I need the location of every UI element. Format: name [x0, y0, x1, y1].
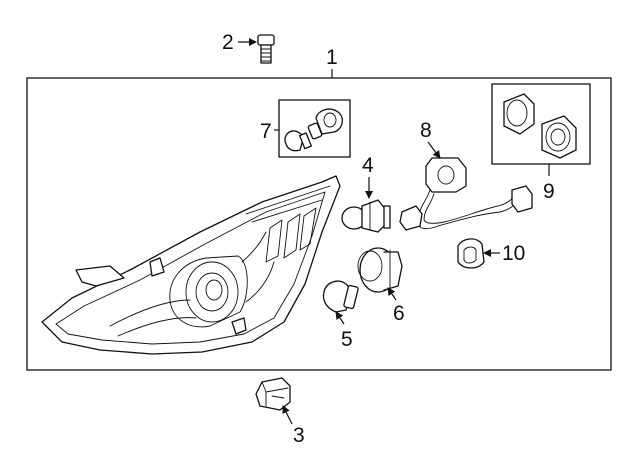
callout-7-label: 7 — [260, 120, 272, 143]
callout-8-label: 8 — [420, 119, 432, 142]
callout-6-leader — [387, 287, 397, 301]
bulb-part-7[interactable] — [284, 108, 344, 152]
clip-part[interactable] — [255, 377, 291, 411]
callout-7[interactable]: 7 — [260, 120, 279, 143]
callout-4[interactable]: 4 — [362, 154, 374, 199]
callout-9[interactable]: 9 — [543, 164, 555, 203]
clip-part-10[interactable] — [457, 238, 485, 269]
callout-2-label: 2 — [222, 31, 234, 54]
callout-3[interactable]: 3 — [282, 405, 305, 447]
callout-8-leader — [427, 141, 441, 159]
cap-box-9 — [491, 83, 591, 165]
callout-6[interactable]: 6 — [387, 287, 405, 325]
callout-5-label: 5 — [341, 328, 353, 351]
callout-10-label: 10 — [502, 242, 525, 265]
bulb-part-4[interactable] — [341, 199, 391, 233]
bolt-part[interactable] — [257, 34, 275, 64]
callout-8[interactable]: 8 — [420, 119, 441, 159]
headlamp-assembly[interactable] — [41, 175, 341, 355]
callout-5[interactable]: 5 — [335, 311, 353, 351]
callout-9-label: 9 — [543, 180, 555, 203]
callout-2[interactable]: 2 — [222, 31, 257, 54]
callout-3-leader — [282, 405, 293, 425]
callout-3-label: 3 — [293, 424, 305, 447]
socket-part-6[interactable] — [357, 247, 403, 293]
callout-4-label: 4 — [362, 154, 374, 177]
bulb-part-5[interactable] — [322, 280, 359, 313]
callout-10[interactable]: 10 — [483, 242, 525, 265]
cap-part-9[interactable] — [503, 93, 577, 159]
callout-1-label: 1 — [326, 46, 338, 69]
socket-wiring-part-8[interactable] — [399, 157, 533, 231]
callout-6-label: 6 — [393, 302, 405, 325]
callout-1[interactable]: 1 — [326, 46, 338, 78]
callout-5-leader — [335, 311, 345, 325]
bulb-box-7 — [278, 99, 351, 158]
assembly-frame — [26, 77, 612, 371]
